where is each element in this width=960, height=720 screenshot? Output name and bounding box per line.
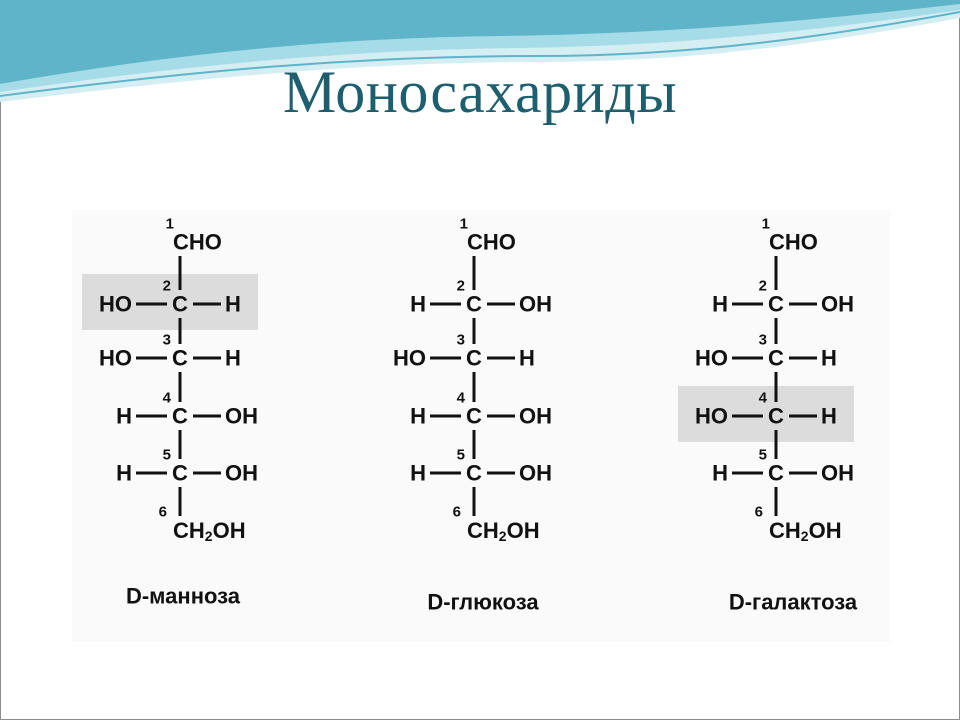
wave-line — [0, 11, 960, 97]
carbon-atom: C — [768, 292, 784, 317]
carbon-number: 5 — [759, 447, 767, 464]
carbon-number: 4 — [759, 390, 768, 407]
left-substituent: HO — [695, 404, 728, 429]
left-substituent: H — [116, 461, 132, 486]
aldehyde-group: CHO — [173, 230, 222, 255]
molecule-name: D-манноза — [126, 584, 241, 609]
molecule-name: D-галактоза — [729, 590, 858, 615]
carbon-atom: C — [768, 346, 784, 371]
carbon-atom: C — [768, 404, 784, 429]
carbon-atom: C — [466, 404, 482, 429]
hydroxymethyl-group: CH2OH — [769, 518, 842, 545]
left-substituent: H — [116, 404, 132, 429]
carbon-atom: C — [172, 404, 188, 429]
right-substituent: OH — [225, 461, 258, 486]
molecule-name: D-глюкоза — [427, 590, 539, 615]
right-substituent: OH — [519, 292, 552, 317]
carbon-atom: C — [466, 346, 482, 371]
carbon-number: 6 — [159, 504, 167, 521]
carbon-number: 2 — [759, 278, 767, 295]
right-substituent: OH — [821, 461, 854, 486]
carbon-number: 4 — [457, 390, 466, 407]
group-part: CH — [769, 518, 801, 543]
hydroxymethyl-group: CH2OH — [173, 518, 246, 545]
carbon-number: 3 — [457, 332, 465, 349]
carbon-number: 4 — [163, 390, 172, 407]
group-part: OH — [809, 518, 842, 543]
group-part: CH — [173, 518, 205, 543]
carbon-atom: C — [172, 461, 188, 486]
subscript: 2 — [499, 528, 507, 544]
carbon-number: 3 — [163, 332, 171, 349]
right-substituent: OH — [519, 461, 552, 486]
subscript: 2 — [801, 528, 809, 544]
left-substituent: H — [712, 461, 728, 486]
highlight-box — [678, 386, 854, 442]
right-substituent: H — [519, 346, 535, 371]
carbon-atom: C — [172, 346, 188, 371]
left-substituent: H — [712, 292, 728, 317]
subscript: 2 — [205, 528, 213, 544]
carbon-atom: C — [466, 292, 482, 317]
carbon-atom: C — [172, 292, 188, 317]
carbon-number: 2 — [163, 278, 171, 295]
highlight-box — [82, 274, 258, 330]
carbon-number: 6 — [755, 504, 763, 521]
aldehyde-group: CHO — [769, 230, 818, 255]
right-substituent: H — [225, 292, 241, 317]
right-substituent: H — [821, 404, 837, 429]
left-substituent: H — [410, 461, 426, 486]
left-substituent: HO — [99, 346, 132, 371]
carbon-number: 1 — [762, 216, 770, 233]
carbon-number: 2 — [457, 278, 465, 295]
carbon-number: 5 — [457, 447, 465, 464]
hydroxymethyl-group: CH2OH — [467, 518, 540, 545]
carbon-number: 3 — [759, 332, 767, 349]
aldehyde-group: CHO — [467, 230, 516, 255]
right-substituent: OH — [821, 292, 854, 317]
group-part: OH — [213, 518, 246, 543]
left-substituent: H — [410, 292, 426, 317]
right-substituent: OH — [519, 404, 552, 429]
carbon-atom: C — [466, 461, 482, 486]
left-substituent: HO — [99, 292, 132, 317]
slide-title: Моносахариды — [282, 59, 678, 125]
right-substituent: H — [821, 346, 837, 371]
left-substituent: H — [410, 404, 426, 429]
right-substituent: H — [225, 346, 241, 371]
group-part: OH — [507, 518, 540, 543]
left-substituent: HO — [393, 346, 426, 371]
carbon-number: 6 — [453, 504, 461, 521]
wave-front — [0, 0, 960, 84]
carbon-number: 1 — [166, 216, 174, 233]
carbon-number: 1 — [460, 216, 468, 233]
left-substituent: HO — [695, 346, 728, 371]
right-substituent: OH — [225, 404, 258, 429]
carbon-atom: C — [768, 461, 784, 486]
group-part: CH — [467, 518, 499, 543]
carbon-number: 5 — [163, 447, 171, 464]
header-waves — [0, 0, 960, 102]
